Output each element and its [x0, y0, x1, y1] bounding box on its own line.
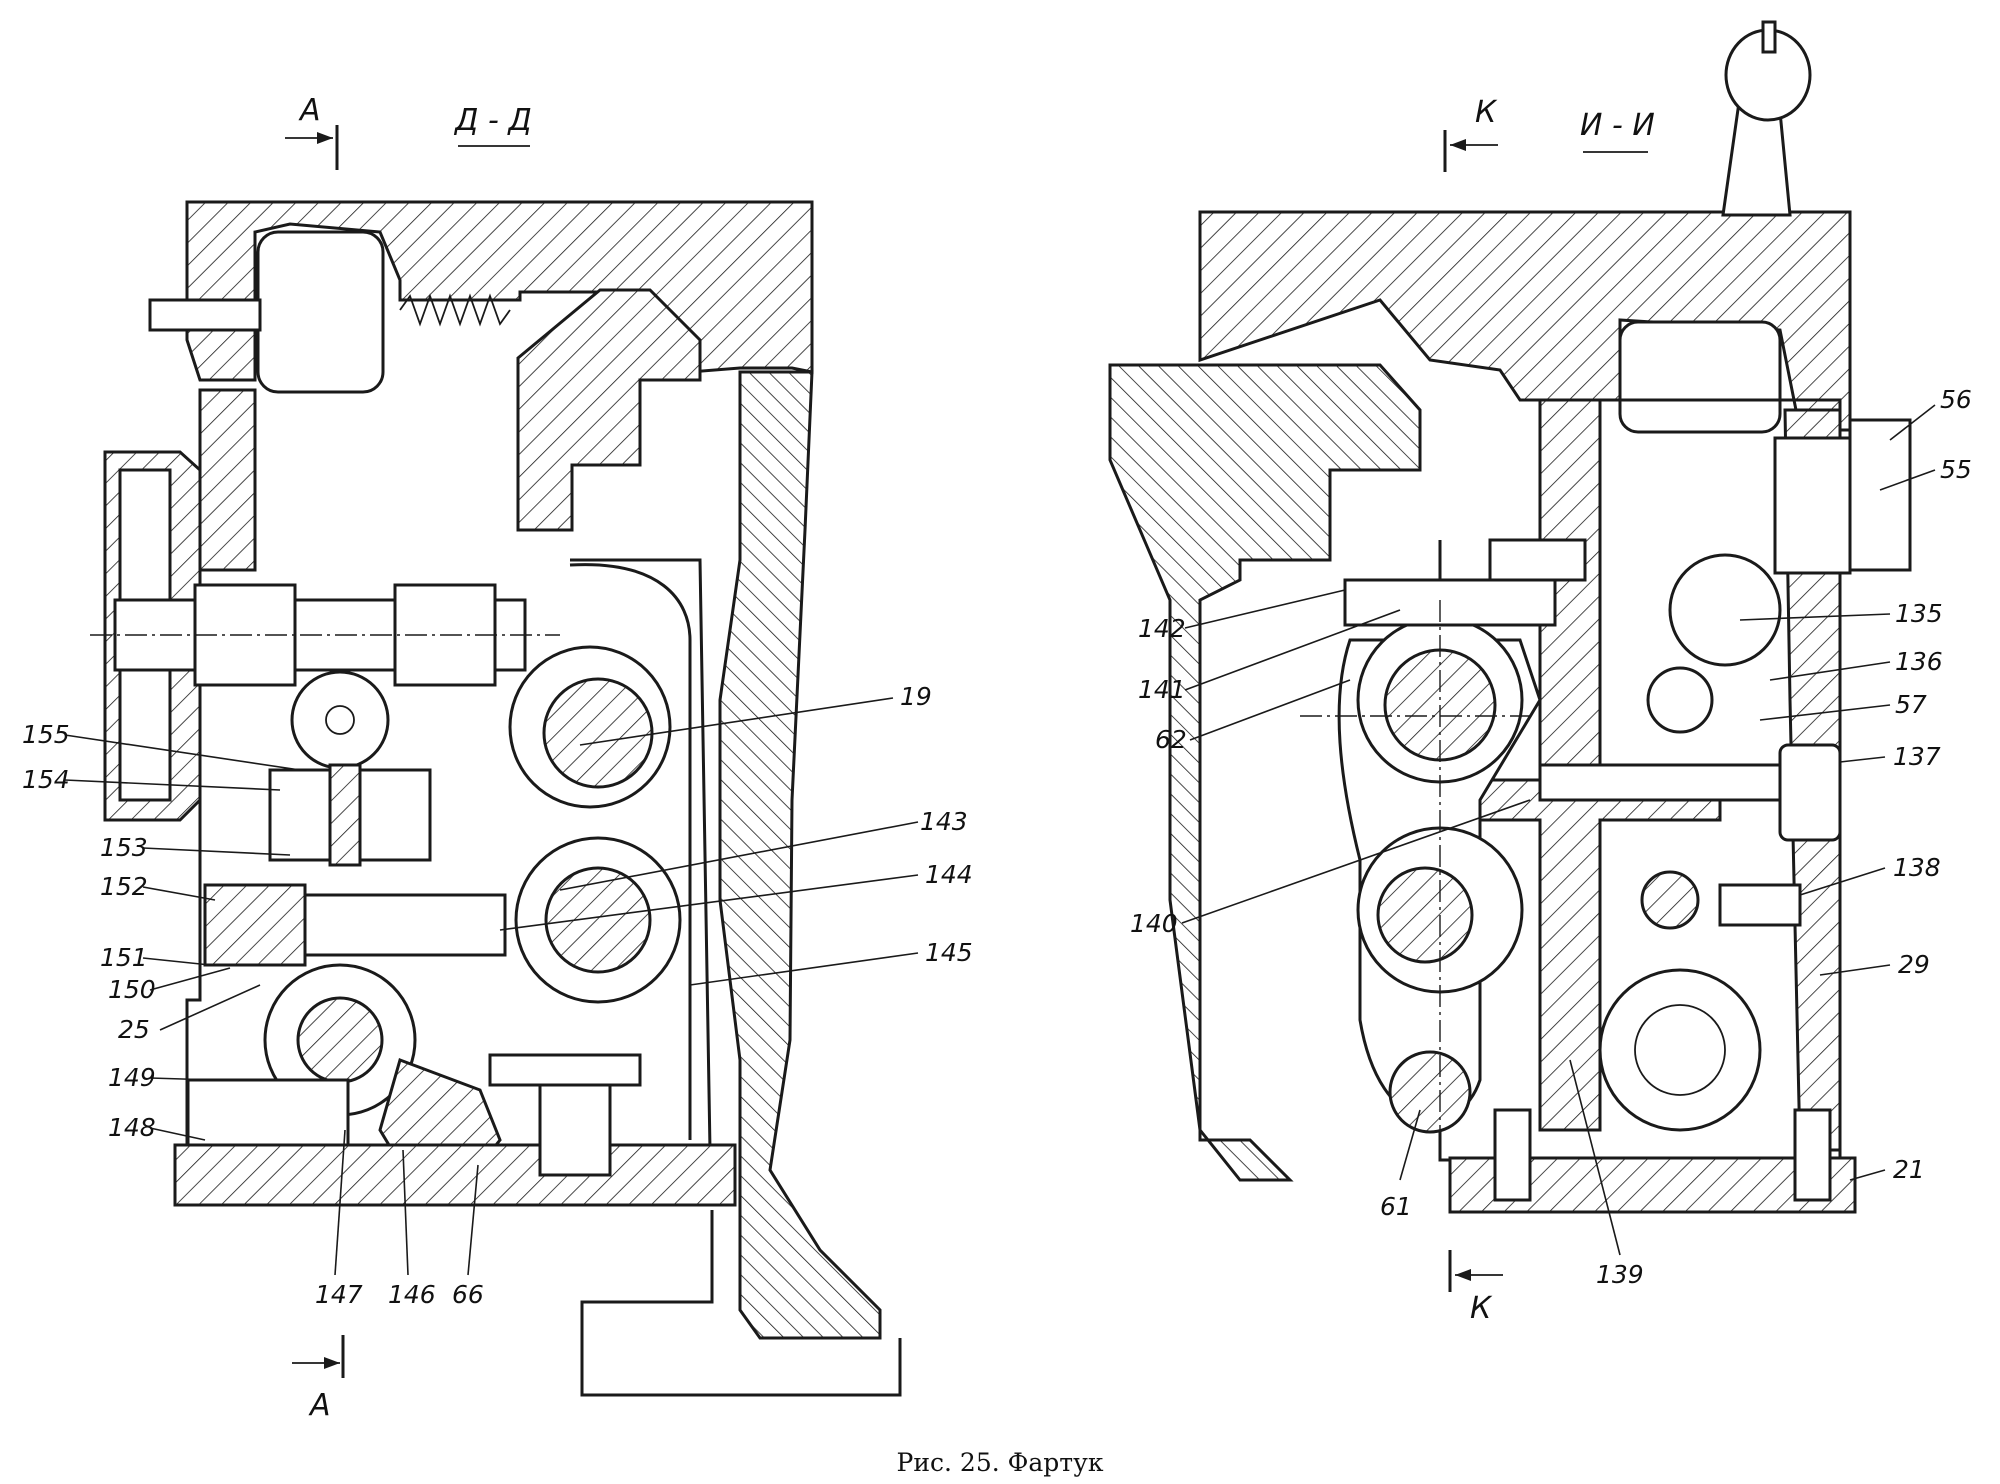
- right-bed-guide: [1108, 363, 1422, 1182]
- section-letter-a-bottom: А: [308, 1388, 331, 1423]
- callout-19: 19: [900, 682, 932, 711]
- right-cam-roller: [1646, 666, 1714, 734]
- callout-56: 56: [1940, 385, 1972, 414]
- section-marker-k-bottom: К: [1448, 1250, 1503, 1326]
- callout-143: 143: [920, 807, 968, 836]
- callout-21: 21: [1893, 1155, 1925, 1184]
- left-oil-reservoir: [186, 1078, 350, 1147]
- callout-152: 152: [100, 872, 148, 901]
- right-gear-lower: [1598, 968, 1762, 1132]
- section-letter-k-bottom: К: [1470, 1291, 1493, 1326]
- right-detent-ball: [1640, 870, 1700, 930]
- left-housing-top: [185, 200, 814, 382]
- left-gear-upper-shaft: [542, 677, 654, 789]
- callout-25: 25: [118, 1015, 150, 1044]
- left-bed-guide: [718, 370, 882, 1340]
- left-small-gear-hub: [325, 705, 355, 735]
- callout-146: 146: [388, 1280, 436, 1309]
- right-view-title: И - И: [1580, 108, 1655, 143]
- left-section-view: [90, 200, 902, 1397]
- left-oil-tube: [569, 563, 692, 1140]
- left-pin: [328, 763, 362, 867]
- callout-149: 149: [108, 1063, 156, 1092]
- section-marker-k-top: К: [1443, 95, 1498, 172]
- callout-148: 148: [108, 1113, 156, 1142]
- callout-136: 136: [1895, 647, 1943, 676]
- right-bolt-left: [1493, 1108, 1532, 1202]
- right-cam: [1668, 553, 1782, 667]
- callout-138: 138: [1893, 853, 1941, 882]
- callout-147: 147: [315, 1280, 363, 1309]
- right-housing-window: [1618, 320, 1782, 434]
- callout-55: 55: [1940, 455, 1972, 484]
- callout-145: 145: [925, 938, 973, 967]
- left-view-title: Д - Д: [453, 103, 532, 138]
- right-pivot-shaft: [1388, 1050, 1472, 1134]
- left-bottom-plate: [173, 1143, 737, 1207]
- callout-29: 29: [1898, 950, 1930, 979]
- right-bracket: [1773, 436, 1852, 575]
- right-gear-middle-shaft: [1376, 866, 1474, 964]
- figure-caption: Рис. 25. Фартук: [896, 1448, 1104, 1477]
- left-callouts: 19 155 154 153 143 152 144 151 145 150 2…: [22, 682, 973, 1309]
- right-title-group: И - И: [1580, 108, 1655, 153]
- callout-66: 66: [452, 1280, 484, 1309]
- section-letter-a-top: А: [298, 93, 321, 128]
- left-top-rod: [148, 298, 262, 332]
- callout-150: 150: [108, 975, 156, 1004]
- left-fitting-body: [538, 1083, 612, 1177]
- section-letter-k-top: К: [1475, 95, 1498, 130]
- callout-135: 135: [1895, 599, 1943, 628]
- callout-62: 62: [1155, 725, 1187, 754]
- right-section-view: [1108, 20, 1912, 1214]
- right-gear-lower-hub: [1634, 1004, 1726, 1096]
- callout-141: 141: [1138, 675, 1186, 704]
- right-callouts: 56 55 142 135 141 136 62 57 137 140 138 …: [1130, 385, 1972, 1289]
- right-bolt-right: [1793, 1108, 1832, 1202]
- callout-61: 61: [1380, 1192, 1412, 1221]
- right-bottom-plate: [1448, 1156, 1857, 1214]
- left-bed-foot: [580, 1210, 902, 1397]
- left-fitting-arm: [488, 1053, 642, 1087]
- right-shift-pin: [1538, 763, 1782, 802]
- left-housing-window: [256, 230, 385, 394]
- callout-139: 139: [1596, 1260, 1644, 1289]
- left-top-spring: [399, 293, 511, 327]
- callout-153: 153: [100, 833, 148, 862]
- left-wedge: [516, 288, 702, 532]
- left-upper-wall: [198, 388, 257, 572]
- right-screw-collar: [1488, 538, 1587, 582]
- callout-144: 144: [925, 860, 973, 889]
- left-small-gear: [290, 670, 390, 770]
- callout-154: 154: [22, 765, 70, 794]
- callout-137: 137: [1893, 742, 1941, 771]
- callout-151: 151: [100, 943, 148, 972]
- left-gear-lower-shaft: [544, 866, 652, 974]
- right-knob-pin: [1761, 20, 1777, 54]
- callout-140: 140: [1130, 909, 1178, 938]
- left-worm-shaft: [296, 996, 384, 1084]
- left-title-group: Д - Д: [453, 103, 532, 147]
- section-marker-a-top: А: [285, 93, 339, 170]
- right-bracket-cap: [1848, 418, 1912, 572]
- callout-142: 142: [1138, 614, 1186, 643]
- callout-155: 155: [22, 720, 70, 749]
- right-pin-head: [1778, 743, 1842, 842]
- section-marker-a-bottom: А: [292, 1335, 345, 1423]
- right-detent-spring: [1718, 883, 1802, 927]
- callout-57: 57: [1895, 690, 1927, 719]
- left-lower-pin-nut: [203, 883, 307, 967]
